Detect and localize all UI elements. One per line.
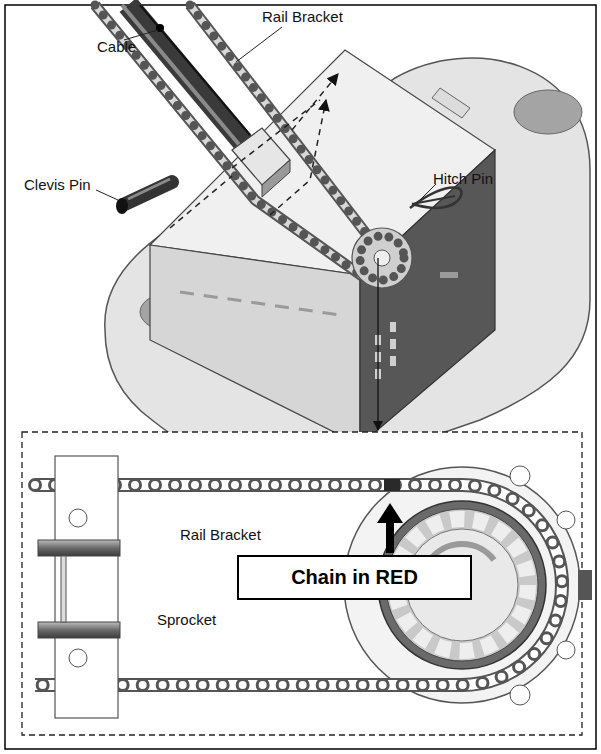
mount-tab — [432, 88, 470, 118]
red-link — [384, 479, 400, 491]
vent-slot — [390, 339, 396, 349]
bracket-slot — [61, 556, 66, 622]
chain — [95, 5, 362, 276]
rail-bar — [38, 622, 120, 638]
side-tab — [578, 570, 592, 600]
sprocket-hub — [374, 250, 390, 266]
callout-arrow-head — [377, 503, 403, 523]
part-label: Cable — [97, 38, 136, 56]
chain — [190, 5, 368, 236]
clevis-pin-shine — [128, 179, 170, 199]
chassis-front — [150, 245, 360, 445]
bracket-hole — [69, 509, 87, 527]
chain-rollers — [190, 5, 368, 236]
part-label: Sprocket — [157, 611, 216, 629]
rail — [128, 5, 258, 160]
hitch-pin — [410, 188, 462, 209]
ring-hole — [510, 466, 530, 486]
part-label: Clevis Pin — [24, 176, 91, 194]
chain — [95, 5, 362, 276]
callout-text: Chain in RED — [291, 566, 418, 589]
slide-direction — [232, 100, 320, 168]
leader-line — [96, 190, 118, 200]
slide-direction — [170, 176, 232, 228]
vent-slot — [390, 356, 396, 366]
detail-inset — [22, 432, 592, 735]
outer-frame — [5, 5, 596, 749]
sprocket-chain — [360, 236, 404, 280]
bracket-plate — [55, 456, 118, 718]
cable-dot — [156, 24, 164, 32]
rail-bracket-side — [262, 160, 290, 197]
rail-highlight — [122, 5, 252, 160]
slide-direction — [292, 74, 338, 130]
vent-slot — [390, 322, 396, 332]
callout-arrow — [386, 520, 394, 553]
side-tab — [440, 272, 458, 278]
bracket-hole — [69, 649, 87, 667]
rail-assembly — [95, 5, 462, 288]
part-label: Rail Bracket — [262, 8, 343, 26]
slide-direction — [270, 100, 326, 215]
chain-rollers — [95, 5, 362, 276]
leader-line — [236, 27, 282, 62]
ring-hole — [510, 685, 530, 705]
cover-hole — [514, 90, 582, 134]
ring-hole — [557, 641, 575, 659]
part-label: Rail Bracket — [180, 526, 261, 544]
inset-frame — [22, 432, 582, 735]
hitch-pin — [412, 196, 455, 204]
chassis-side — [360, 150, 495, 445]
clevis-pin — [125, 182, 172, 204]
detail-pointer — [377, 258, 378, 430]
chain — [190, 5, 368, 236]
sprocket-ring — [352, 228, 412, 288]
rail-bar — [38, 540, 120, 556]
part-label: Hitch Pin — [433, 170, 493, 188]
ring-hole — [557, 511, 575, 529]
front-slots — [180, 292, 340, 315]
callout-box: Chain in RED — [237, 555, 472, 600]
